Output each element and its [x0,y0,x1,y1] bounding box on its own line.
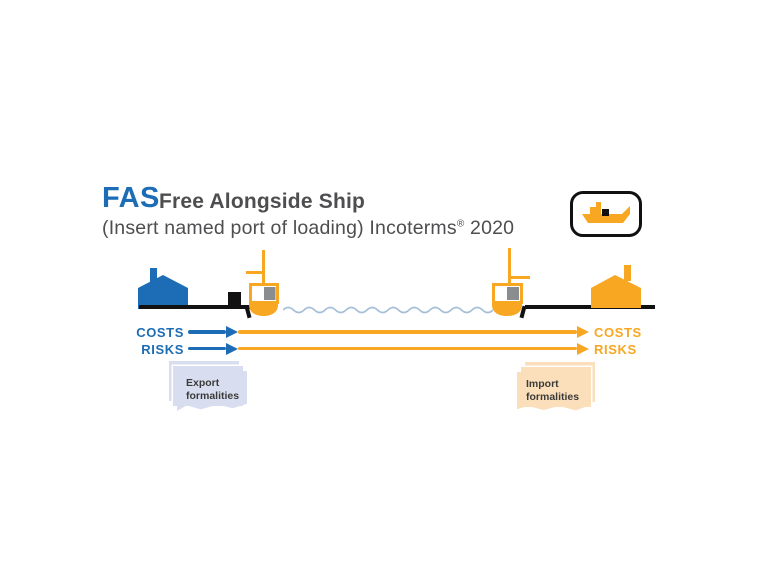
risks-arrowhead-buyer [577,342,589,355]
risks-arrow-buyer [238,346,577,350]
risks-arrow-seller [188,346,226,350]
incoterm-badge [570,191,642,237]
costs-arrowhead-seller [226,326,238,338]
costs-label-seller: COSTS [136,325,184,340]
incoterm-subtitle: (Insert named port of loading) Incoterms… [102,217,514,240]
costs-arrow-buyer [238,330,577,334]
costs-arrow-seller [188,330,226,334]
export-formalities-label: Export formalities [186,377,240,403]
registered-trademark-symbol: ® [456,218,465,230]
subtitle-year: 2020 [470,217,515,239]
costs-label-buyer: COSTS [594,325,642,340]
incoterm-code: FAS [102,182,160,214]
risks-label-buyer: RISKS [594,341,637,357]
note-sheet-front: Import formalities [517,372,587,411]
factory-icon [138,263,188,314]
truck-icon [228,292,241,306]
incoterm-name: Free Alongside Ship [159,190,366,213]
cargo-ship-icon [579,198,633,231]
note-sheet-front: Export formalities [177,371,247,411]
warehouse-icon [591,263,641,313]
crane-ship-icon-destination [487,248,533,321]
water-wave [282,302,494,320]
subtitle-text: (Insert named port of loading) Incoterms [102,217,457,239]
ground-line-right [525,305,655,309]
costs-arrowhead-buyer [577,326,589,338]
risks-label-seller: RISKS [141,341,184,357]
ground-line-left [139,305,250,309]
risks-arrowhead-seller [226,342,238,355]
import-formalities-label: Import formalities [526,378,580,404]
crane-ship-icon-loading [241,250,283,321]
